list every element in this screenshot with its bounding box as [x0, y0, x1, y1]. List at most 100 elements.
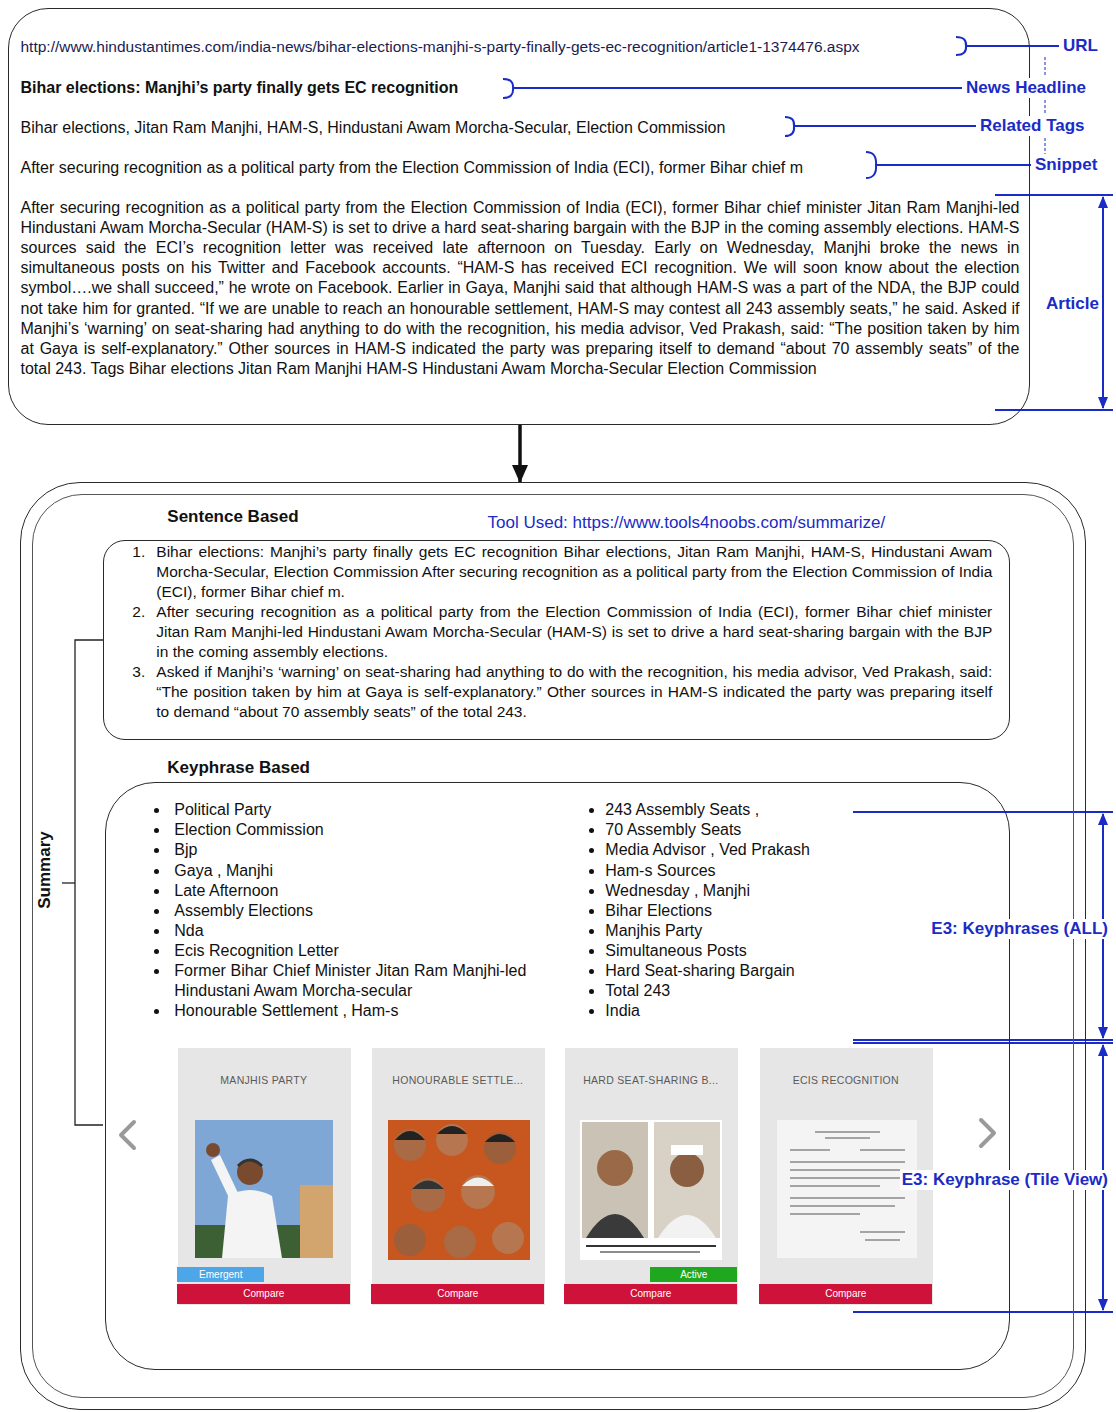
- compare-button: Compare: [177, 1284, 350, 1304]
- list-number: 1.: [132, 542, 156, 562]
- tile-photo-2: [388, 1120, 530, 1260]
- sentence-list: 1.Bihar elections: Manjhi’s party finall…: [132, 542, 992, 722]
- keyphrase-text: Bjp: [174, 840, 526, 860]
- keyphrase-text: Manjhis Party: [605, 921, 839, 941]
- bullet-row: Nda: [154, 921, 526, 941]
- bullet-row: Assembly Elections: [154, 901, 526, 921]
- keyphrase-text: Simultaneous Posts: [605, 941, 839, 961]
- bullet-row: Late Afternoon: [154, 881, 526, 901]
- compare-button: Compare: [759, 1284, 932, 1304]
- bullet-row: Gaya , Manjhi: [154, 861, 526, 881]
- tool-used-note: Tool Used: https://www.tools4noobs.com/s…: [488, 513, 886, 533]
- bullet-row: Hard Seat-sharing Bargain: [589, 961, 839, 981]
- keyphrase-tile: HARD SEAT-SHARING B... Compare Active: [564, 1047, 737, 1304]
- keyphrase-text: Ham-s Sources: [605, 861, 839, 881]
- bullet-dot: [589, 889, 594, 894]
- sentence-box: Sentence Based1.Bihar elections: Manjhi’…: [103, 540, 1010, 740]
- bullet-row: Total 243: [589, 981, 839, 1001]
- keyphrase-column: Political PartyElection CommissionBjpGay…: [154, 800, 526, 1021]
- bullet-dot: [589, 828, 594, 833]
- tile-title: HARD SEAT-SHARING B...: [583, 1073, 718, 1087]
- keyphrase-text: Honourable Settlement , Ham-s: [174, 1001, 526, 1021]
- list-number: 3.: [132, 662, 156, 682]
- snippet-text: After securing recognition as a politica…: [21, 158, 804, 178]
- bullet-dot: [154, 969, 159, 974]
- bullet-row: Honourable Settlement , Ham-s: [154, 1001, 526, 1021]
- article-body: After securing recognition as a politica…: [21, 198, 1020, 380]
- list-row: 3.Asked if Manjhi’s ‘warning’ on seat-sh…: [132, 662, 992, 722]
- bullet-dot: [589, 848, 594, 853]
- bullet-dot: [154, 929, 159, 934]
- bullet-row: Media Advisor , Ved Prakash: [589, 840, 839, 860]
- keyphrase-text: Election Commission: [174, 820, 526, 840]
- list-row: 1.Bihar elections: Manjhi’s party finall…: [132, 542, 992, 602]
- keyphrase-text: Total 243: [605, 981, 839, 1001]
- sentence-text: Asked if Manjhi’s ‘warning’ on seat-shar…: [156, 662, 992, 722]
- bullet-row: Former Bihar Chief Minister Jitan Ram Ma…: [154, 961, 526, 1001]
- keyphrase-text: Hard Seat-sharing Bargain: [605, 961, 839, 981]
- tile-backgrounds: [178, 1048, 933, 1305]
- bullet-dot: [154, 909, 159, 914]
- bullet-dot: [589, 989, 594, 994]
- list-row: 2.After securing recognition as a politi…: [132, 602, 992, 662]
- summary-bracket: [62, 640, 103, 1125]
- keyphrase-tile: MANJHIS PARTY Compare Emergent: [177, 1047, 350, 1304]
- keyphrase-tile: HONOURABLE SETTLE...Compare: [371, 1047, 544, 1304]
- bullet-dot: [589, 909, 594, 914]
- annotation-label: URL: [1061, 36, 1100, 56]
- bullet-dot: [154, 848, 159, 853]
- status-badge: Emergent: [177, 1267, 264, 1282]
- annotation-label: Article: [1044, 294, 1101, 314]
- bullet-row: Manjhis Party: [589, 921, 839, 941]
- annotation-label: News Headline: [964, 78, 1088, 98]
- section-heading: Keyphrase Based: [167, 758, 310, 778]
- bullet-dot: [154, 1009, 159, 1014]
- tile-title: ECIS RECOGNITION: [793, 1073, 899, 1087]
- keyphrase-text: Late Afternoon: [174, 881, 526, 901]
- bullet-row: Election Commission: [154, 820, 526, 840]
- compare-button: Compare: [371, 1284, 544, 1304]
- bullet-dot: [154, 828, 159, 833]
- bullet-row: Political Party: [154, 800, 526, 820]
- keyphrase-box: Keyphrase BasedPolitical PartyElection C…: [105, 782, 1010, 1370]
- summary-label: Summary: [35, 831, 55, 908]
- related-tags: Bihar elections, Jitan Ram Manjhi, HAM-S…: [21, 118, 726, 138]
- summary-box: Summary Tool Used: https://www.tools4noob…: [20, 482, 1086, 1410]
- keyphrase-text: Ecis Recognition Letter: [174, 941, 526, 961]
- keyphrase-text: India: [605, 1001, 839, 1021]
- compare-button: Compare: [564, 1284, 737, 1304]
- news-headline: Bihar elections: Manjhi’s party finally …: [21, 78, 459, 98]
- sentence-text: After securing recognition as a politica…: [156, 602, 992, 662]
- bullet-row: 70 Assembly Seats: [589, 820, 839, 840]
- list-number: 2.: [132, 602, 156, 622]
- bullet-row: 243 Assembly Seats ,: [589, 800, 839, 820]
- annotation-label: E3: Keyphrase (Tile View): [900, 1170, 1110, 1190]
- tile-photo-4: [777, 1120, 917, 1258]
- tile-photo-3: [580, 1120, 722, 1260]
- annotation-label: E3: Keyphrases (ALL): [929, 919, 1110, 939]
- flow-arrow: [518, 425, 522, 482]
- annotation-label: Related Tags: [978, 116, 1087, 136]
- keyphrase-text: Media Advisor , Ved Prakash: [605, 840, 839, 860]
- keyphrase-text: Political Party: [174, 800, 526, 820]
- sentence-text: Bihar elections: Manjhi’s party finally …: [156, 542, 992, 602]
- bullet-row: Simultaneous Posts: [589, 941, 839, 961]
- bullet-row: Bjp: [154, 840, 526, 860]
- keyphrase-text: Assembly Elections: [174, 901, 526, 921]
- bullet-dot: [589, 949, 594, 954]
- keyphrase-text: Bihar Elections: [605, 901, 839, 921]
- bullet-dot: [154, 808, 159, 813]
- tile-title: MANJHIS PARTY: [220, 1073, 307, 1087]
- keyphrase-text: 70 Assembly Seats: [605, 820, 839, 840]
- bullet-row: India: [589, 1001, 839, 1021]
- status-badge: Active: [650, 1267, 737, 1282]
- bullet-dot: [589, 969, 594, 974]
- bullet-dot: [589, 808, 594, 813]
- article-box: http://www.hindustantimes.com/india-news…: [8, 8, 1030, 425]
- keyphrase-text: Wednesday , Manjhi: [605, 881, 839, 901]
- keyphrase-text: Former Bihar Chief Minister Jitan Ram Ma…: [174, 961, 526, 1001]
- bullet-dot: [589, 1009, 594, 1014]
- bullet-row: Bihar Elections: [589, 901, 839, 921]
- bullet-row: Wednesday , Manjhi: [589, 881, 839, 901]
- keyphrase-text: 243 Assembly Seats ,: [605, 800, 839, 820]
